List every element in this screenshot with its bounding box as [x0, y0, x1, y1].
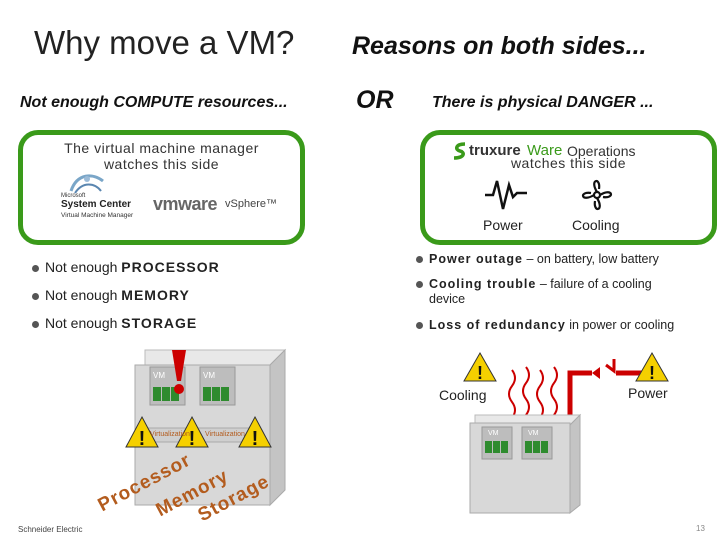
- bullet-memory: Not enough MEMORY: [32, 287, 190, 303]
- bullet-prefix: Not enough: [45, 259, 122, 275]
- system-center-logo: Microsoft System Center Virtual Machine …: [53, 171, 153, 223]
- slide-title-right: Reasons on both sides...: [352, 32, 647, 60]
- sc-microsoft-label: Microsoft: [61, 193, 86, 199]
- bullet-rest: – on battery, low battery: [522, 252, 659, 266]
- footer-company: Schneider Electric: [18, 525, 83, 534]
- slide-title-left: Why move a VM?: [34, 24, 295, 61]
- struxureware-logo: truxure Ware Operations: [449, 139, 699, 161]
- diagram-power-label: Power: [628, 385, 668, 401]
- vm-manager-text-line2: watches this side: [103, 156, 220, 172]
- bullet-dot: [32, 292, 39, 300]
- left-vm1-label: VM: [153, 371, 165, 380]
- left-hw1-label: Virtualization: [150, 431, 190, 438]
- server-diagram-right: ! ! Cooling Power VM VM: [430, 345, 720, 515]
- footer-page-number: 13: [696, 524, 705, 533]
- bullet-loss-redundancy: Loss of redundancy in power or cooling: [416, 318, 720, 333]
- bullet-rest-line2: device: [429, 292, 466, 306]
- svg-text:!: !: [477, 363, 483, 383]
- bullet-rest: in power or cooling: [565, 318, 675, 332]
- brand-label: truxure: [469, 142, 521, 159]
- bullet-processor: Not enough PROCESSOR: [32, 259, 220, 275]
- operations-panel: truxure Ware Operations watches this sid…: [420, 130, 717, 245]
- left-vm2-label: VM: [203, 371, 215, 380]
- right-vm1-label: VM: [488, 430, 499, 437]
- operations-text: watches this side: [510, 155, 627, 171]
- diagram-cooling-label: Cooling: [439, 387, 487, 403]
- subtitle-danger: There is physical DANGER ...: [432, 94, 654, 111]
- bullet-cooling-trouble: Cooling trouble – failure of a cooling de…: [416, 277, 716, 307]
- sc-name-label: System Center: [61, 199, 132, 210]
- bullet-dot: [32, 320, 39, 328]
- vm-manager-text-line1: The virtual machine manager: [64, 140, 259, 156]
- cooling-fan-icon: [582, 180, 612, 210]
- svg-text:!: !: [139, 428, 146, 450]
- power-cooling-graphic: ! !: [463, 351, 669, 515]
- struxureware-s-icon: [453, 142, 466, 160]
- vm-manager-panel: The virtual machine manager watches this…: [18, 130, 305, 245]
- bullet-dot: [416, 281, 423, 289]
- vmware-logo: vmware: [153, 194, 218, 214]
- svg-text:!: !: [252, 428, 259, 450]
- vm-manager-text: The virtual machine manager watches this…: [23, 140, 300, 172]
- bullet-prefix: Not enough: [45, 287, 122, 303]
- server-rack-graphic: ! ! !: [125, 348, 287, 507]
- svg-text:!: !: [189, 428, 196, 450]
- bullet-storage: Not enough STORAGE: [32, 315, 197, 331]
- bullet-key: MEMORY: [121, 287, 190, 303]
- bullet-prefix: Not enough: [45, 315, 122, 331]
- right-vm2-label: VM: [528, 430, 539, 437]
- subtitle-compute: Not enough COMPUTE resources...: [20, 94, 288, 111]
- bullet-key: STORAGE: [121, 315, 198, 331]
- vsphere-label: vSphere™: [225, 198, 277, 210]
- operations-label: Operations: [567, 143, 636, 159]
- brand2-label: Ware: [527, 142, 563, 159]
- bullet-key: PROCESSOR: [121, 259, 220, 275]
- system-center-swirl-icon: [69, 174, 104, 194]
- power-waveform-icon: [485, 180, 527, 210]
- cooling-label: Cooling: [572, 217, 620, 233]
- sc-sub-label: Virtual Machine Manager: [61, 212, 134, 219]
- left-hw2-label: Virtualization: [205, 431, 245, 438]
- svg-text:!: !: [649, 363, 655, 383]
- bullet-key: Power outage: [429, 252, 523, 266]
- bullet-dot: [32, 264, 39, 272]
- bullet-power-outage: Power outage – on battery, low battery: [416, 252, 716, 267]
- power-label: Power: [483, 217, 523, 233]
- bullet-dot: [416, 256, 423, 264]
- bullet-rest: – failure of a cooling: [536, 277, 652, 291]
- or-label: OR: [356, 86, 394, 114]
- server-diagram-left: ! ! ! VM VM Virtualization Virtualizatio…: [95, 345, 295, 535]
- bullet-key: Cooling trouble: [429, 277, 537, 291]
- bullet-key: Loss of redundancy: [429, 318, 566, 332]
- bullet-dot: [416, 322, 423, 330]
